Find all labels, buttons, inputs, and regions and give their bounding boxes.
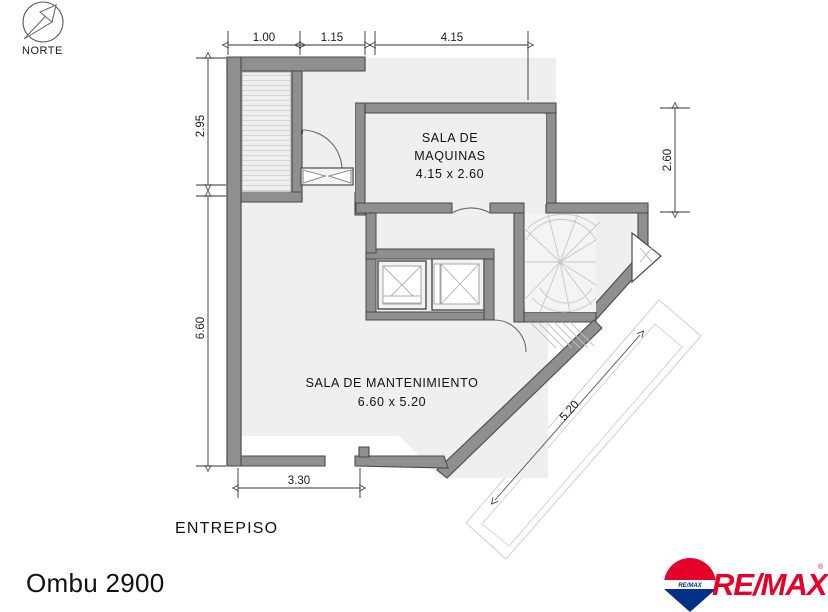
dimension-left-2: 6.60	[195, 317, 207, 339]
window-symbol	[300, 167, 354, 186]
dimension-bottom-1: 3.30	[288, 475, 310, 487]
dimension-bottom	[238, 468, 360, 498]
dimension-right	[660, 108, 690, 212]
remax-trademark-icon: ®	[818, 564, 824, 571]
remax-wordmark: RE/MAX	[712, 567, 828, 602]
dimension-top-3: 4.15	[441, 32, 463, 44]
dimension-top-1: 1.00	[253, 32, 275, 44]
dimension-diagonal	[495, 335, 640, 500]
maintenance-room-area: 6.60 x 5.20	[358, 395, 426, 409]
diagonal-door-symbol	[631, 231, 662, 284]
dimension-top-2: 1.15	[321, 32, 343, 44]
north-compass-icon	[22, 1, 64, 43]
remax-balloon-icon: RE/MAX	[664, 558, 716, 612]
machine-room-line2: MAQUINAS	[414, 149, 485, 163]
dimension-top	[228, 31, 528, 100]
dimension-left-1: 2.95	[195, 115, 207, 137]
machine-room-box	[355, 114, 546, 214]
room-label-machine: SALA DE MAQUINAS 4.15 x 2.60	[414, 131, 485, 181]
page-title: Ombu 2900	[26, 568, 165, 598]
room-label-maintenance: SALA DE MANTENIMIENTO 6.60 x 5.20	[306, 376, 479, 409]
dimension-left	[196, 58, 226, 466]
machine-room-line1: SALA DE	[422, 131, 478, 145]
upper-stair-hatch	[241, 71, 292, 193]
service-shafts	[365, 212, 527, 353]
compass-label: NORTE	[22, 45, 63, 57]
maintenance-room-line1: SALA DE MANTENIMIENTO	[306, 376, 479, 390]
balloon-label: RE/MAX	[678, 583, 702, 589]
dimension-right-1: 2.60	[662, 149, 674, 171]
machine-room-area: 4.15 x 2.60	[416, 167, 484, 181]
floor-level-label: ENTREPISO	[175, 520, 279, 537]
